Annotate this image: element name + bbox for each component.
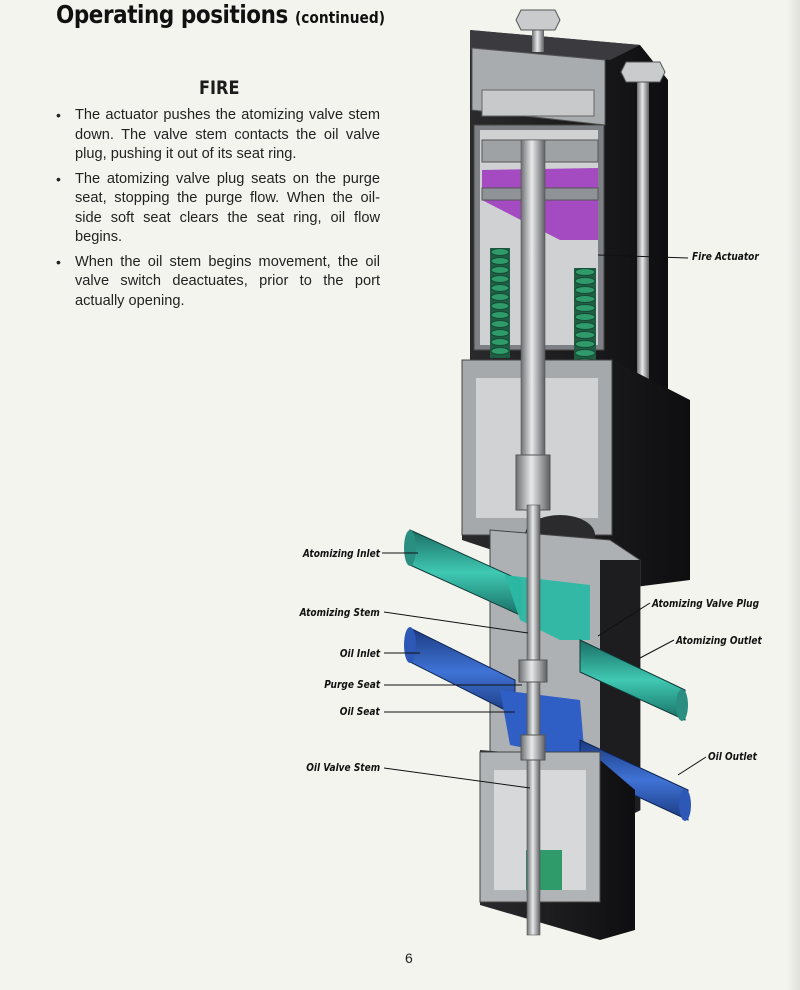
- spring-coil: [490, 329, 510, 337]
- bullet-dot-icon: •: [56, 253, 61, 270]
- atomizing-outlet-pipe: [579, 639, 688, 721]
- label-oil-seat: Oil Seat: [339, 705, 380, 718]
- atomizing-chamber: [505, 575, 590, 640]
- label-oil-outlet: Oil Outlet: [708, 750, 757, 763]
- bullet-text: When the oil stem begins movement, the o…: [75, 253, 380, 309]
- spring-coil: [490, 338, 510, 346]
- switch-housing: [479, 750, 635, 940]
- page-title: Operating positions (continued): [56, 0, 385, 29]
- label-oil-inlet: Oil Inlet: [339, 647, 380, 660]
- page-title-main: Operating positions: [56, 0, 288, 29]
- oil-outlet-pipe: [579, 739, 691, 821]
- spring-coil: [490, 248, 510, 256]
- page-title-suffix: (continued): [294, 8, 386, 27]
- label-atomizing-outlet: Atomizing Outlet: [676, 634, 762, 647]
- label-fire-actuator: Fire Actuator: [692, 250, 759, 263]
- spring-coil: [574, 340, 596, 348]
- spring-coil: [490, 311, 510, 319]
- leader-lines: [382, 254, 707, 789]
- spring-coil: [574, 268, 596, 276]
- spring-coil: [490, 320, 510, 328]
- page-edge-shadow: [786, 0, 800, 990]
- bullet-item: • The atomizing valve plug seats on the p…: [56, 170, 380, 248]
- spring-coil: [574, 313, 596, 321]
- bolt-icon: [515, 9, 561, 52]
- bullet-text: The atomizing valve plug seats on the pu…: [75, 170, 380, 246]
- bullet-item: • The actuator pushes the atomizing valve…: [56, 106, 380, 165]
- spring-coil: [490, 257, 510, 265]
- spring-coil: [574, 349, 596, 357]
- bullet-list: • The actuator pushes the atomizing valve…: [56, 106, 380, 316]
- section-heading: FIRE: [199, 77, 240, 99]
- spring-coil: [574, 286, 596, 294]
- bolt-icon: [620, 61, 666, 395]
- bullet-text: The actuator pushes the atomizing valve …: [75, 107, 380, 162]
- bullet-dot-icon: •: [56, 107, 61, 123]
- label-atomizing-inlet: Atomizing Inlet: [302, 547, 380, 560]
- spring-coil: [574, 331, 596, 339]
- spring-coil: [490, 275, 510, 283]
- spring-coil: [574, 295, 596, 303]
- valve-stem: [515, 139, 551, 936]
- spring-coil: [490, 293, 510, 301]
- label-atomizing-stem: Atomizing Stem: [299, 606, 380, 619]
- label-oil-valve-stem: Oil Valve Stem: [306, 761, 380, 774]
- spring-coil: [574, 277, 596, 285]
- page-number: 6: [405, 950, 413, 966]
- spring-coil: [490, 302, 510, 310]
- bullet-dot-icon: •: [56, 170, 61, 187]
- label-atomizing-valve-plug: Atomizing Valve Plug: [652, 597, 760, 610]
- bullet-item: • When the oil stem begins movement, the …: [56, 253, 380, 312]
- label-purge-seat: Purge Seat: [324, 678, 380, 691]
- actuator-top-cap: [471, 47, 606, 126]
- spring-coil: [490, 266, 510, 274]
- valve-cutaway-illustration: [382, 9, 707, 940]
- spring-coil: [490, 284, 510, 292]
- spring-coil: [574, 322, 596, 330]
- spring-coil: [574, 304, 596, 312]
- spring-coil: [490, 347, 510, 355]
